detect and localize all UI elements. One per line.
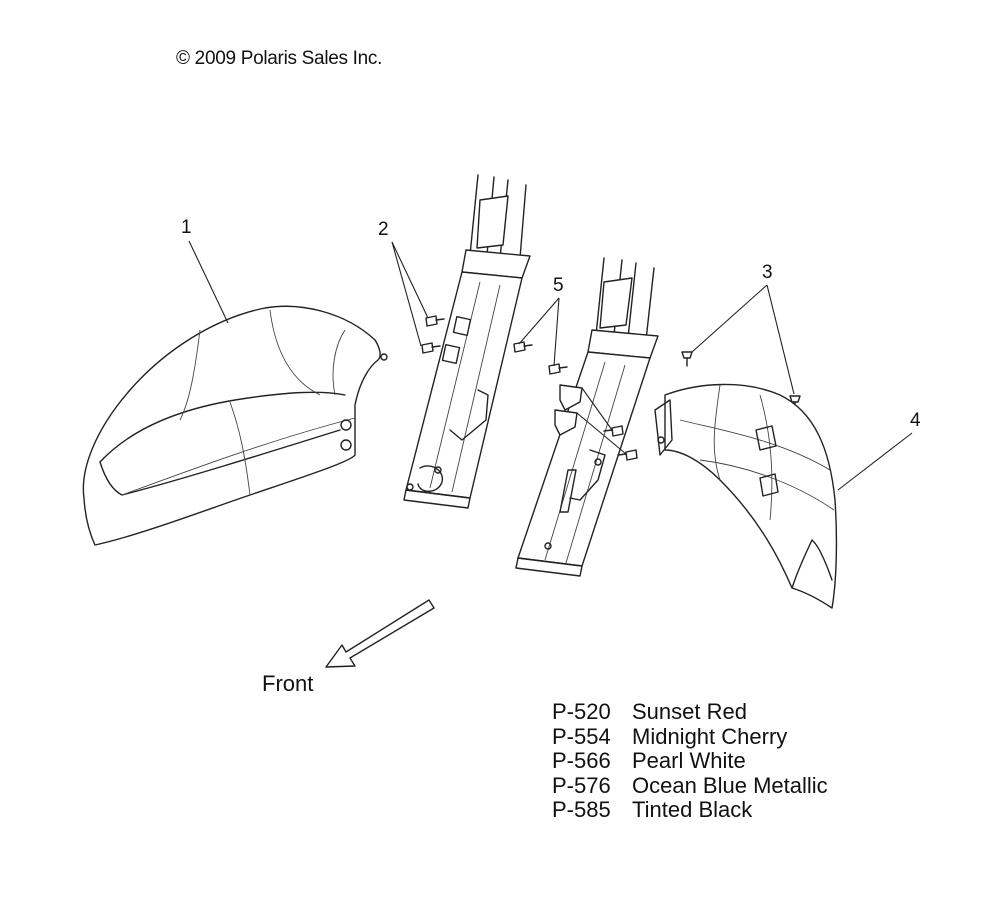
leader-part-5a [518,297,560,345]
color-code-legend: P-520 Sunset Red P-554 Midnight Cherry P-5… [552,699,828,823]
leader-part-1 [188,240,229,324]
leader-part-3b [766,284,795,395]
screw-part-2-lower [421,342,441,354]
screw-part-5-a [513,341,533,353]
leader-part-3a [691,284,768,353]
mounting-brackets [554,384,583,436]
legend-row: P-520 Sunset Red [552,699,828,725]
rivet-part-3-a [681,351,693,367]
leader-part-2a [391,241,429,319]
paint-code: P-576 [552,772,611,798]
legend-row: P-566 Pearl White [552,748,828,774]
front-fender-part-1 [82,305,388,546]
callout-1: 1 [181,217,192,238]
leader-part-4 [837,432,913,491]
paint-color-name: Sunset Red [632,699,747,724]
callout-3: 3 [762,262,773,283]
paint-code: P-554 [552,723,611,749]
fasteners [421,315,801,461]
leader-part-5b [553,297,560,367]
front-direction-arrow [325,599,435,668]
screw-part-5-c [603,425,624,437]
paint-color-name: Midnight Cherry [632,723,788,749]
leader-part-2b [391,241,422,347]
screw-part-5-d [617,449,638,461]
paint-color-name: Ocean Blue Metallic [632,772,828,798]
legend-row: P-585 Tinted Black [552,797,828,823]
callout-4: 4 [910,410,921,431]
callout-2: 2 [378,219,389,240]
screw-part-5-b [548,363,568,375]
legend-row: P-554 Midnight Cherry [552,723,828,750]
paint-color-name: Pearl White [632,748,746,773]
leader-lines [188,240,913,491]
paint-code: P-585 [552,797,611,822]
paint-code: P-520 [552,699,611,724]
paint-code: P-566 [552,748,611,773]
legend-row: P-576 Ocean Blue Metallic [552,772,828,799]
paint-color-name: Tinted Black [632,797,753,822]
left-fork-leg [403,174,531,509]
callout-5: 5 [553,275,564,296]
screw-part-2-upper [425,315,445,327]
copyright-notice: © 2009 Polaris Sales Inc. [176,48,383,69]
front-direction-label: Front [262,671,314,696]
right-fork-leg [515,257,659,577]
fender-part-4 [654,383,838,609]
